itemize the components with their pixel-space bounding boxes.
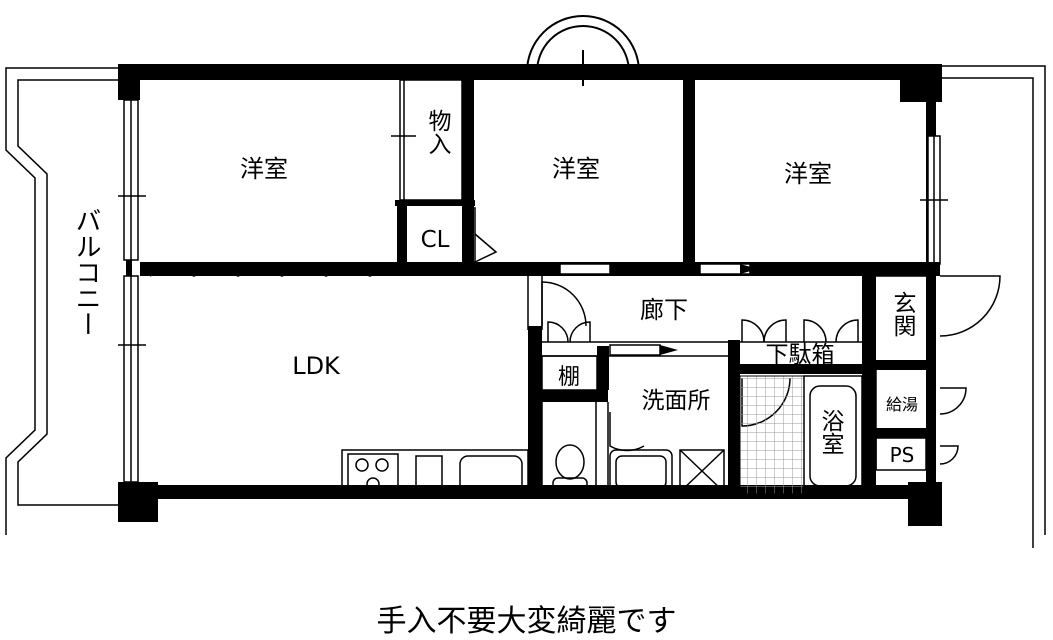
kitchen-counter: [341, 449, 529, 497]
left-windows: [118, 99, 146, 483]
room-label-closet: CL: [421, 227, 450, 253]
bath-tiles: [739, 375, 805, 495]
room-label-western-3: 洋室: [784, 160, 832, 188]
room-label-pipe-space: PS: [890, 443, 915, 467]
bathtub: [803, 375, 863, 495]
room-label-entrance: 玄関: [889, 291, 916, 337]
room-label-shelf: 棚: [558, 365, 580, 390]
balcony-outline: [5, 67, 118, 535]
thin-lines: [391, 79, 927, 496]
washroom-fixtures: [609, 449, 725, 493]
room-label-shoe-box: 下駄箱: [766, 342, 835, 368]
right-balcony-outline: [940, 65, 1046, 548]
bay-window: [526, 15, 640, 86]
room-label-water-heater: 給湯: [886, 395, 918, 414]
room-label-storage: 物入: [424, 109, 452, 155]
toilet: [552, 444, 588, 493]
right-window: [920, 135, 948, 265]
room-label-western-2: 洋室: [552, 155, 600, 183]
room-label-hallway: 廊下: [640, 296, 688, 324]
room-label-bath: 浴室: [817, 409, 845, 455]
floor-plan: 洋室 洋室 洋室 物入 CL LDK 廊下 玄関 下駄箱 棚 洗面所 浴室 給湯…: [5, 15, 1046, 548]
room-label-balcony: バルコニー: [71, 207, 101, 337]
room-label-western-1: 洋室: [240, 155, 288, 183]
sliding-arrows: [610, 264, 758, 355]
room-label-washroom: 洗面所: [642, 388, 711, 414]
folding-doors: [149, 265, 395, 277]
caption: 手入不要大変綺麗です: [376, 604, 677, 639]
room-label-ldk: LDK: [292, 352, 341, 380]
